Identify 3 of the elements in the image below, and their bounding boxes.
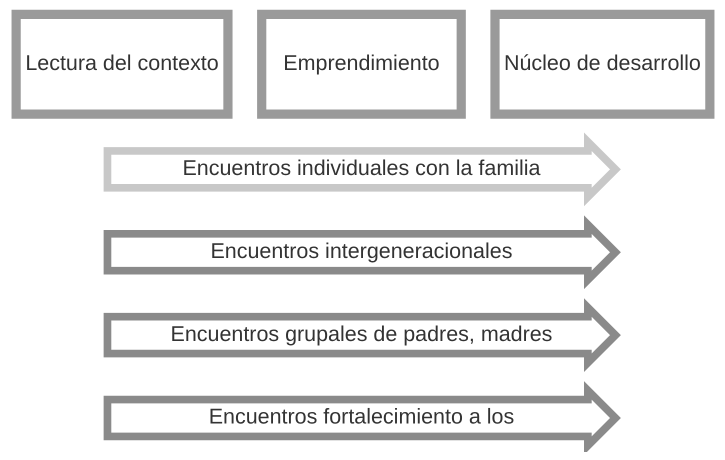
- node-box: Núcleo de desarrollo: [490, 10, 714, 119]
- node-box: Lectura del contexto: [11, 10, 232, 119]
- node-box: Emprendimiento: [256, 10, 466, 119]
